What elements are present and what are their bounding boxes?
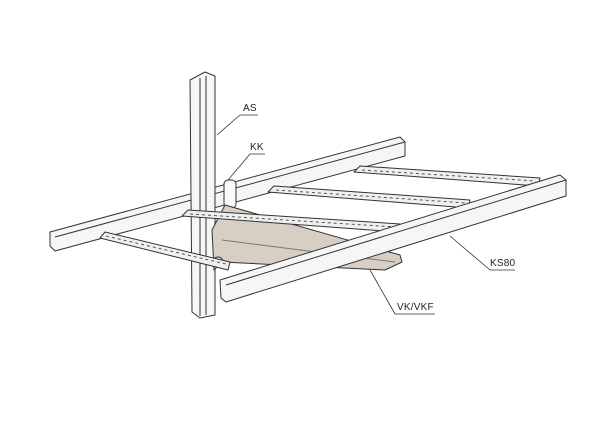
label-kk: KK: [250, 142, 264, 153]
label-ks80: KS80: [490, 258, 516, 269]
rung: [353, 165, 541, 187]
leader-as: [216, 114, 258, 136]
rung: [267, 185, 471, 209]
label-vk-vkf: VK/VKF: [397, 302, 434, 313]
rung: [99, 231, 231, 271]
leader-vk-vkf: [369, 269, 435, 315]
leader-ks80: [449, 235, 515, 271]
leader-kk: [227, 153, 265, 181]
clamp-kk: [223, 179, 237, 209]
wall-post-as: [189, 71, 216, 319]
label-as: AS: [243, 103, 257, 114]
